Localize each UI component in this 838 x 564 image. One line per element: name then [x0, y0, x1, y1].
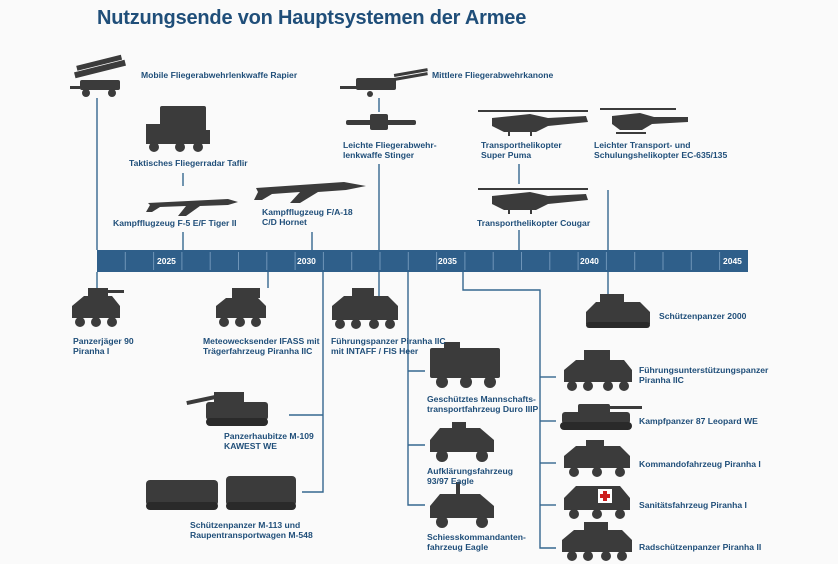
timeline-band	[97, 250, 748, 272]
label-superpuma: Transporthelikopter Super Puma	[481, 140, 562, 160]
radschuetzen-vehicle-icon	[562, 522, 632, 561]
label-taflir: Taktisches Fliegerradar Taflir	[129, 158, 248, 168]
year-2025: 2025	[157, 256, 176, 266]
page-title: Nutzungsende von Hauptsystemen der Armee	[97, 7, 527, 29]
year-2045: 2045	[723, 256, 742, 266]
label-m113: Schützenpanzer M-113 und Raupentransport…	[190, 520, 313, 540]
connector-duro-eagle	[407, 272, 425, 506]
leopard-tank-icon	[560, 404, 642, 430]
stinger-missile-icon	[346, 114, 416, 130]
m113-apc-icon	[146, 480, 218, 510]
label-cougar: Transporthelikopter Cougar	[477, 218, 591, 228]
label-rapier: Mobile Fliegerabwehrlenkwaffe Rapier	[141, 70, 298, 80]
eagle-fire-control-vehicle-icon	[430, 482, 494, 528]
label-hornet: Kampfflugzeug F/A-18 C/D Hornet	[262, 207, 353, 227]
connector-m109-m113	[302, 272, 324, 493]
label-kommando: Kommandofahrzeug Piranha I	[639, 459, 761, 469]
label-spz2000: Schützenpanzer 2000	[659, 311, 747, 321]
ifass-vehicle-icon	[216, 288, 266, 327]
label-m109: Panzerhaubitze M-109 KAWEST WE	[224, 431, 314, 451]
fa18-hornet-jet-icon	[254, 182, 366, 203]
m109-howitzer-icon	[186, 392, 268, 426]
sanitaet-vehicle-icon	[564, 486, 630, 519]
connector-2035-group	[462, 272, 556, 549]
year-2035: 2035	[438, 256, 457, 266]
year-2030: 2030	[297, 256, 316, 266]
label-ec635: Leichter Transport- und Schulungshelikop…	[594, 140, 728, 160]
m548-transport-icon	[226, 476, 296, 510]
label-tiger: Kampfflugzeug F-5 E/F Tiger II	[113, 218, 237, 228]
label-fupz: Führungsunterstützungspanzer Piranha IIC	[639, 365, 769, 385]
label-leopard: Kampfpanzer 87 Leopard WE	[639, 416, 758, 426]
label-eagle9397: Aufklärungsfahrzeug 93/97 Eagle	[427, 466, 513, 486]
label-stinger: Leichte Fliegerabwehr- lenkwaffe Stinger	[343, 140, 437, 160]
spz2000-icon	[586, 294, 650, 328]
label-radschuetzen: Radschützenpanzer Piranha II	[639, 542, 762, 552]
eagle-recon-vehicle-icon	[430, 422, 494, 462]
label-intaff: Führungspanzer Piranha IIC mit INTAFF / …	[331, 336, 446, 356]
f5-tiger-jet-icon	[146, 199, 238, 216]
fupz-vehicle-icon	[564, 350, 632, 391]
duro-vehicle-icon	[430, 342, 500, 388]
aircraft-and-airdefense-icons	[70, 54, 688, 216]
aa-cannon-icon	[340, 68, 428, 97]
label-sanitaet: Sanitätsfahrzeug Piranha I	[639, 500, 747, 510]
year-2040: 2040	[580, 256, 599, 266]
label-kanone: Mittlere Fliegerabwehrkanone	[432, 70, 554, 80]
kommando-vehicle-icon	[564, 440, 630, 477]
timeline-bar	[97, 250, 748, 272]
ground-vehicle-icons	[72, 288, 650, 561]
panzerjaeger-vehicle-icon	[72, 288, 124, 327]
ec635-helicopter-icon	[600, 108, 688, 134]
rapier-launcher-icon	[70, 54, 126, 97]
connector-lines	[96, 98, 609, 549]
superpuma-helicopter-icon	[478, 110, 588, 136]
label-ifass: Meteowecksender IFASS mit Trägerfahrzeug…	[203, 336, 320, 356]
label-panzerjaeger: Panzerjäger 90 Piranha I	[73, 336, 134, 356]
intaff-vehicle-icon	[332, 288, 398, 329]
timeline-ticks	[124, 252, 721, 270]
cougar-helicopter-icon	[478, 188, 588, 214]
label-schiess: Schiesskommandanten- fahrzeug Eagle	[427, 532, 526, 552]
label-duro: Geschütztes Mannschafts- transportfahrze…	[427, 394, 539, 414]
taflir-radar-truck-icon	[146, 106, 210, 152]
